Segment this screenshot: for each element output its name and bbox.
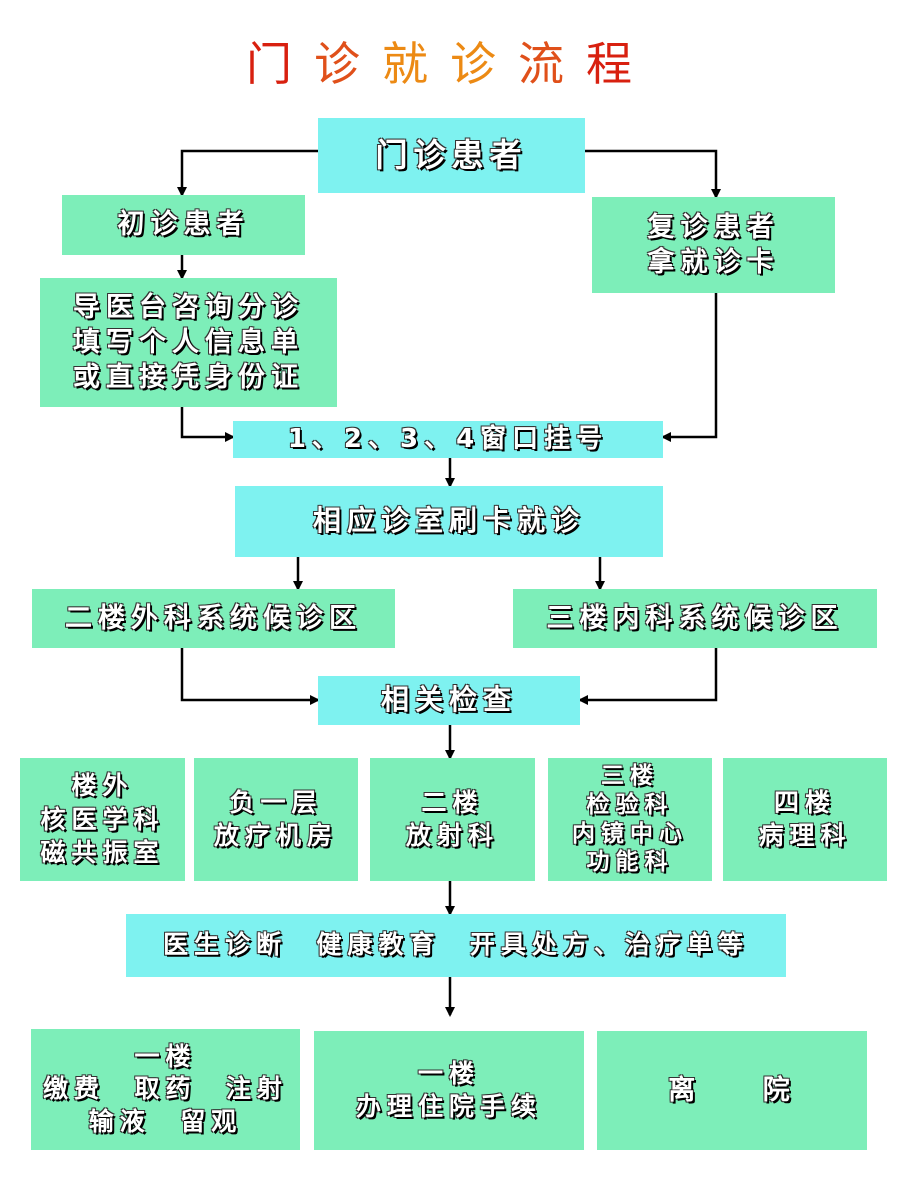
title-char: 诊 — [314, 37, 382, 91]
arrow-surgery-to-exams — [180, 648, 320, 705]
title-char: 诊 — [450, 37, 518, 91]
node-text-line: 放射科 — [405, 820, 499, 850]
node-exam-4f: 四楼病理科 — [723, 758, 887, 881]
node-exam-3f: 三楼检验科内镜中心功能科 — [548, 758, 712, 881]
node-text-line: 复诊患者 — [647, 211, 780, 243]
node-text-line: 病理科 — [758, 820, 852, 850]
title-char: 流 — [518, 37, 586, 91]
node-text-line: 楼外 — [71, 770, 134, 800]
node-text-line: 相关检查 — [380, 683, 517, 717]
node-text-line: 内镜中心 — [572, 820, 688, 847]
node-exam-2f: 二楼放射科 — [370, 758, 535, 881]
node-text-line: 核医学科 — [40, 804, 165, 834]
arrow-internal-to-exams — [578, 648, 718, 705]
node-text-line: 四楼 — [773, 788, 836, 817]
node-text-line: 三楼 — [601, 763, 659, 789]
node-registration: 1、2、3、4窗口挂号 — [233, 421, 663, 458]
node-surgery-wait: 二楼外科系统候诊区 — [32, 589, 395, 648]
node-text-line: 办理住院手续 — [355, 1091, 542, 1121]
arrow-to-return-visit — [585, 149, 721, 199]
node-text-line: 输液 留观 — [88, 1106, 243, 1136]
page-title: 门诊就诊流程 — [0, 28, 900, 94]
arrow-return-to-registration — [661, 293, 718, 442]
node-text-line: 负一层 — [229, 788, 323, 817]
node-text-line: 门诊患者 — [375, 135, 528, 174]
node-text-line: 填写个人信息单 — [73, 326, 304, 358]
node-text-line: 三楼内科系统候诊区 — [546, 602, 844, 634]
node-first-visit: 初诊患者 — [62, 195, 305, 255]
arrow-to-first-visit — [177, 149, 318, 197]
node-text-line: 一楼 — [417, 1059, 480, 1088]
node-text-line: 相应诊室刷卡就诊 — [312, 504, 585, 538]
node-text-line: 二楼外科系统候诊区 — [65, 602, 362, 634]
node-text-line: 或直接凭身份证 — [73, 362, 304, 394]
title-char: 就 — [382, 37, 450, 91]
node-text-line: 医生诊断 健康教育 开具处方、治疗单等 — [163, 930, 749, 960]
arrow-guide-to-registration — [180, 407, 235, 442]
node-guide-desk: 导医台咨询分诊填写个人信息单或直接凭身份证 — [40, 278, 337, 407]
node-exam-b1: 负一层放疗机房 — [194, 758, 358, 881]
node-internal-wait: 三楼内科系统候诊区 — [513, 589, 877, 648]
node-text-line: 二楼 — [421, 788, 484, 817]
node-leave: 离 院 — [597, 1031, 867, 1150]
title-char: 门 — [246, 37, 314, 91]
node-text-line: 缴费 取药 注射 — [43, 1074, 288, 1104]
node-exams: 相关检查 — [318, 676, 580, 725]
node-consult-room: 相应诊室刷卡就诊 — [235, 486, 663, 557]
node-return-visit: 复诊患者拿就诊卡 — [592, 197, 835, 293]
node-outpatient: 门诊患者 — [318, 118, 585, 193]
node-exam-outside: 楼外核医学科磁共振室 — [20, 758, 185, 881]
node-text-line: 一楼 — [134, 1041, 197, 1071]
node-text-line: 1、2、3、4窗口挂号 — [287, 423, 609, 454]
title-char: 程 — [586, 37, 654, 91]
node-text-line: 检验科 — [586, 791, 674, 818]
node-text-line: 磁共振室 — [40, 838, 165, 868]
node-text-line: 离 院 — [668, 1074, 796, 1106]
node-text-line: 初诊患者 — [117, 209, 250, 241]
node-text-line: 拿就诊卡 — [647, 247, 780, 278]
node-text-line: 功能科 — [586, 849, 674, 876]
node-first-floor-admit: 一楼办理住院手续 — [314, 1031, 584, 1150]
node-text-line: 导医台咨询分诊 — [73, 291, 304, 323]
node-diagnosis: 医生诊断 健康教育 开具处方、治疗单等 — [126, 914, 786, 977]
node-first-floor-pay: 一楼缴费 取药 注射输液 留观 — [31, 1029, 300, 1150]
node-text-line: 放疗机房 — [213, 820, 338, 850]
